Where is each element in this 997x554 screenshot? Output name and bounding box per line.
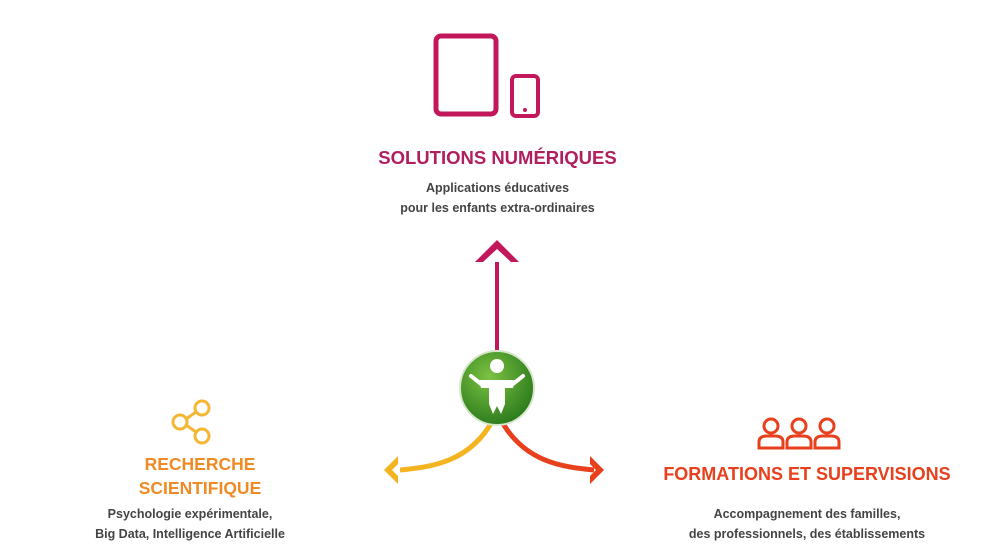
left-arrow-icon bbox=[384, 456, 398, 484]
left-description: Psychologie expérimentale, Big Data, Int… bbox=[40, 504, 340, 544]
right-description: Accompagnement des familles, des profess… bbox=[622, 504, 992, 544]
right-title: FORMATIONS ET SUPERVISIONS bbox=[663, 464, 951, 484]
share-network-icon bbox=[171, 399, 211, 445]
right-description-line1: Accompagnement des familles, bbox=[713, 507, 901, 521]
top-description-line1: Applications éducatives bbox=[425, 181, 570, 195]
left-title: RECHERCHE SCIENTIFIQUE bbox=[120, 452, 280, 500]
top-icon-group bbox=[432, 32, 552, 122]
left-description-line2: Big Data, Intelligence Artificielle bbox=[95, 527, 285, 541]
left-title-line2: SCIENTIFIQUE bbox=[138, 478, 262, 498]
top-description-line2: pour les enfants extra-ordinaires bbox=[400, 201, 595, 215]
right-connector-line bbox=[498, 418, 595, 473]
left-connector-line bbox=[399, 418, 496, 473]
center-logo bbox=[457, 348, 537, 428]
group-people-icon bbox=[757, 417, 841, 450]
tablet-phone-icon bbox=[433, 33, 540, 118]
left-title-line1: RECHERCHE bbox=[144, 454, 256, 474]
top-arrow-icon bbox=[475, 240, 519, 262]
right-icon-group bbox=[757, 416, 841, 450]
left-description-line1: Psychologie expérimentale, bbox=[107, 507, 273, 521]
top-title: SOLUTIONS NUMÉRIQUES bbox=[378, 147, 617, 168]
right-arrow-icon bbox=[590, 456, 604, 484]
right-description-line2: des professionnels, des établissements bbox=[688, 527, 926, 541]
top-description: Applications éducatives pour les enfants… bbox=[320, 178, 675, 218]
left-icon-group bbox=[170, 398, 220, 448]
child-logo-icon bbox=[459, 350, 535, 426]
